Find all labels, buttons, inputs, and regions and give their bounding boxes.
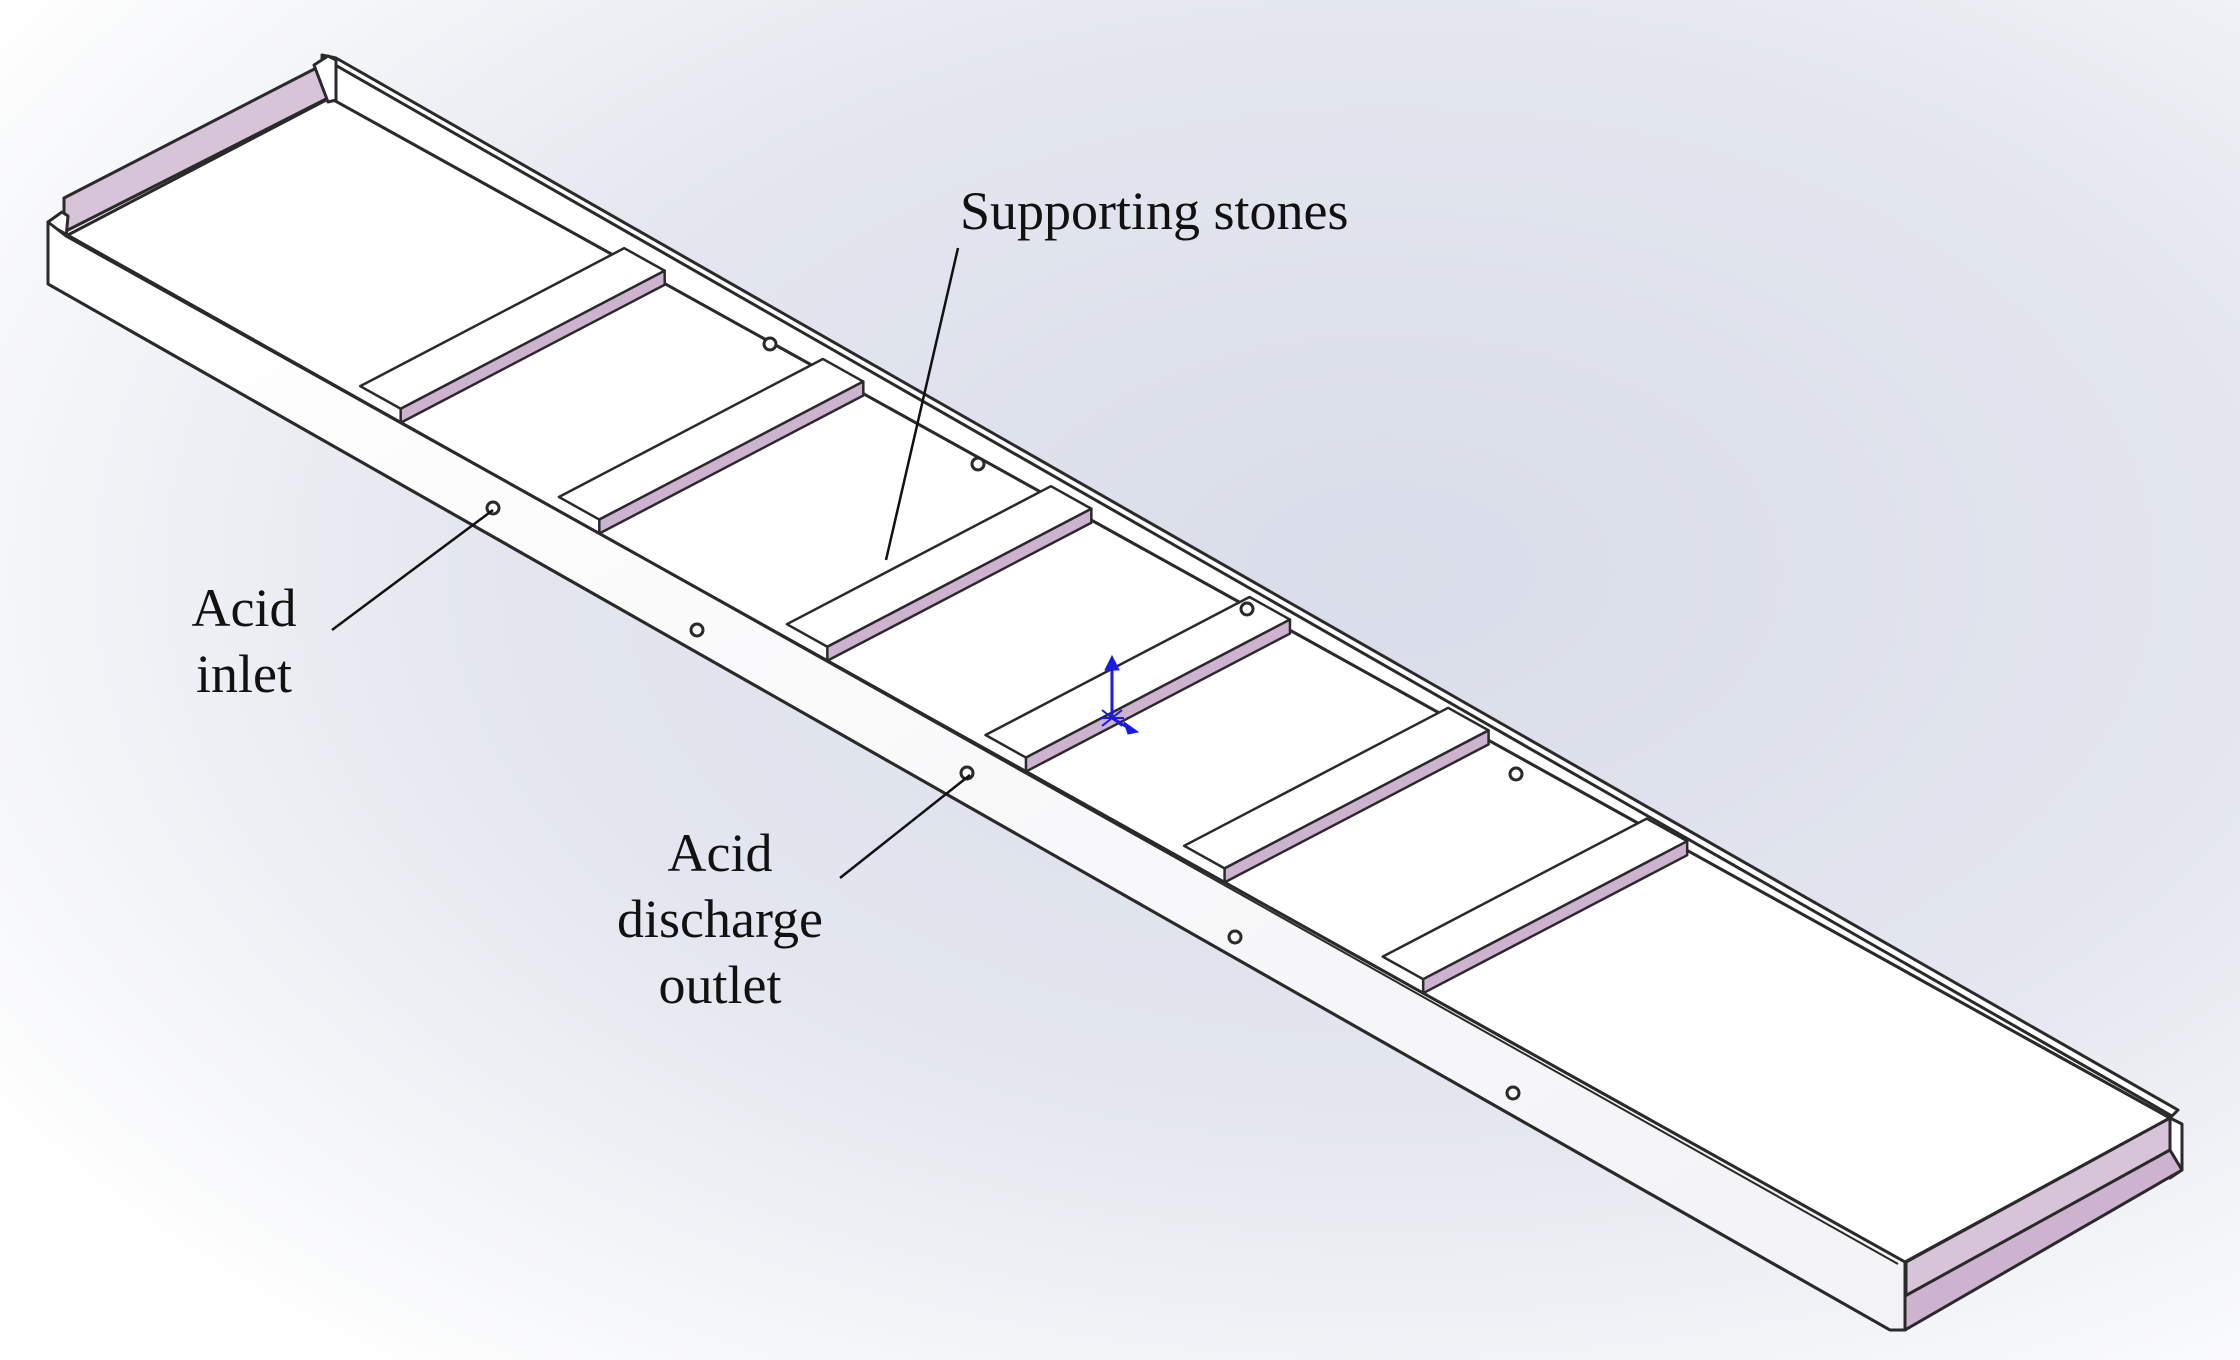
tray-front-wall-bottom — [47, 282, 1891, 1332]
port-hole-icon — [762, 336, 778, 352]
tray-left-tab-top — [312, 54, 338, 104]
port-holes-group — [485, 336, 1524, 1101]
supporting-stone-side — [399, 269, 666, 424]
supporting-stone-side — [1223, 729, 1490, 884]
label-acid-inlet: Acid inlet — [164, 575, 324, 707]
tray-right-end-outer — [1903, 1148, 2184, 1332]
supporting-stone — [1381, 817, 1689, 995]
port-hole-icon — [1227, 929, 1243, 945]
port-hole-icon — [1508, 766, 1524, 782]
label-supporting-stones: Supporting stones — [960, 181, 1349, 241]
port-hole-icon — [689, 622, 705, 638]
supporting-stone — [785, 484, 1093, 663]
tray-body — [46, 53, 2184, 1332]
label-acid-discharge-outlet: Acid discharge outlet — [580, 820, 860, 1018]
label-acid-inlet-line-2: inlet — [196, 644, 292, 704]
supporting-stone — [1182, 706, 1490, 884]
port-hole-icon — [1239, 601, 1255, 617]
supporting-stone-side — [598, 380, 865, 535]
tray-back-wall-rim — [329, 60, 2173, 1118]
label-outlet-line-1: Acid — [667, 823, 773, 883]
supporting-stone-side — [826, 507, 1093, 663]
supporting-stone — [984, 595, 1292, 773]
port-hole-icon — [970, 456, 986, 472]
port-hole-icon — [1505, 1085, 1521, 1101]
leader-acid-inlet — [331, 508, 494, 632]
label-acid-inlet-line-1: Acid — [191, 578, 297, 638]
leader-acid-outlet — [839, 774, 971, 879]
supporting-stones-group — [358, 246, 1689, 995]
supporting-stone-side — [1024, 618, 1292, 773]
supporting-stone — [557, 357, 865, 535]
supporting-stone-side — [1421, 839, 1689, 995]
tray-front-wall-rim — [55, 227, 1899, 1265]
label-outlet-line-3: outlet — [658, 955, 782, 1015]
label-outlet-line-2: discharge — [617, 889, 823, 949]
leader-supporting-stones — [884, 247, 960, 561]
supporting-stone — [358, 246, 666, 424]
coordinate-triad-icon — [1100, 654, 1140, 735]
